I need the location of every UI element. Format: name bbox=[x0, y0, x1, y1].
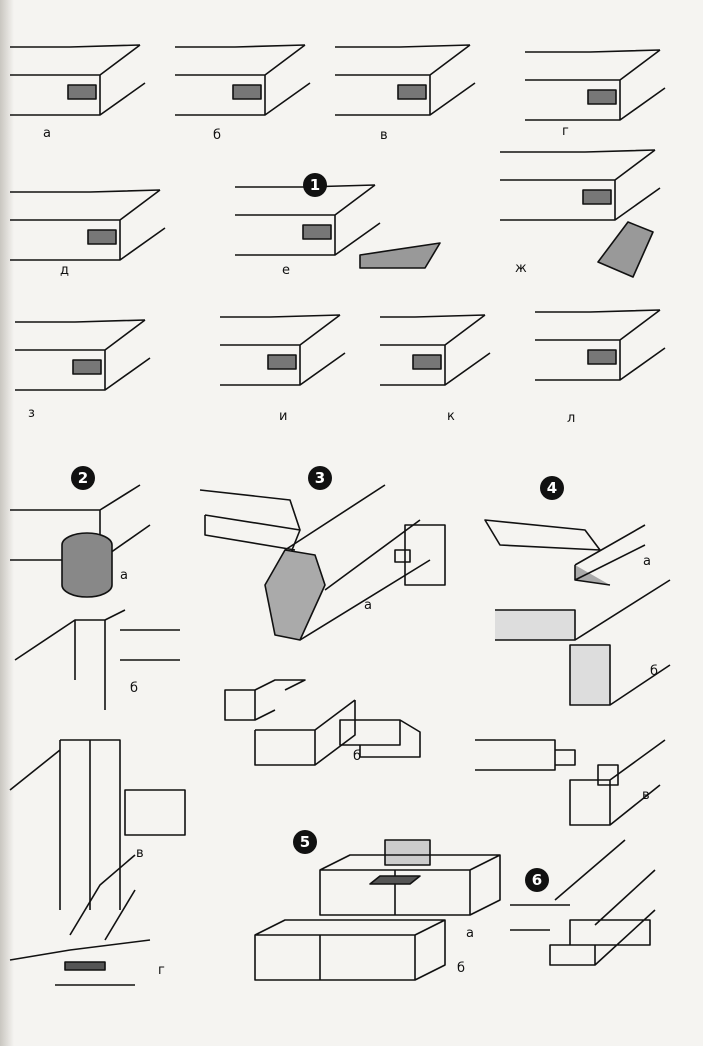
joint-2b bbox=[14, 609, 180, 710]
joint-3b-tenon bbox=[224, 679, 306, 721]
joint-5-key bbox=[384, 839, 431, 866]
label-4b: б bbox=[650, 664, 659, 679]
joint-3b bbox=[254, 699, 356, 766]
joint-1v-tenon bbox=[397, 84, 427, 100]
joint-1z bbox=[15, 319, 151, 391]
joint-3a-part bbox=[394, 524, 446, 586]
joint-1g bbox=[525, 49, 666, 121]
label-4v: в bbox=[642, 788, 650, 803]
joint-2g-slot bbox=[64, 961, 106, 971]
joint-1e-tenon bbox=[302, 224, 332, 240]
label-1e: е bbox=[282, 263, 290, 278]
joint-5a bbox=[319, 854, 501, 916]
joint-1a-tenon bbox=[67, 84, 97, 100]
joint-1a bbox=[10, 44, 146, 116]
joint-1b-tenon bbox=[232, 84, 262, 100]
group-number-3: 3 bbox=[308, 466, 332, 490]
joint-4a bbox=[484, 519, 601, 551]
label-1g: г bbox=[562, 124, 569, 139]
group-number-6: 6 bbox=[525, 868, 549, 892]
label-1i: и bbox=[279, 409, 288, 424]
label-1zh: ж bbox=[515, 261, 527, 276]
joint-1d-tenon bbox=[87, 229, 117, 245]
joint-5b bbox=[254, 919, 446, 981]
joint-1v bbox=[335, 44, 476, 116]
label-1l: л bbox=[567, 411, 576, 426]
joint-6 bbox=[510, 839, 656, 966]
joint-1k-tenon bbox=[412, 354, 442, 370]
joint-1k bbox=[380, 314, 491, 386]
joint-4b bbox=[495, 579, 671, 706]
label-1b: б bbox=[213, 128, 222, 143]
joint-2v bbox=[9, 739, 186, 910]
label-1z: з bbox=[28, 406, 35, 421]
label-2b: б bbox=[130, 681, 139, 696]
label-1a: а bbox=[43, 126, 51, 141]
label-1v: в bbox=[380, 128, 388, 143]
joint-1zh bbox=[500, 149, 661, 221]
joint-1zh-tenon bbox=[582, 189, 612, 205]
joint-1e bbox=[235, 184, 381, 256]
joint-2g bbox=[9, 854, 151, 986]
label-2g: г bbox=[158, 963, 165, 978]
label-4a: а bbox=[643, 554, 651, 569]
joint-4v-hidden bbox=[597, 764, 619, 786]
joint-1e-wedge bbox=[359, 242, 441, 269]
joint-1z-tenon bbox=[72, 359, 102, 375]
joint-1zh-key bbox=[597, 221, 654, 278]
label-5b: б bbox=[457, 961, 466, 976]
joint-3-top bbox=[199, 489, 301, 556]
joint-1l-tenon bbox=[587, 349, 617, 365]
joint-3a-end bbox=[264, 549, 326, 641]
joint-1i-tenon bbox=[267, 354, 297, 370]
group-number-2: 2 bbox=[71, 466, 95, 490]
label-5a: а bbox=[466, 926, 474, 941]
joint-4a-end bbox=[574, 524, 646, 586]
joint-1d bbox=[10, 189, 166, 261]
joint-2a-post bbox=[61, 532, 113, 598]
group-number-1: 1 bbox=[303, 173, 327, 197]
label-3b: б bbox=[353, 749, 362, 764]
joint-3a bbox=[284, 484, 431, 641]
joint-1b bbox=[175, 44, 311, 116]
group-number-5: 5 bbox=[293, 830, 317, 854]
label-2a: а bbox=[120, 568, 128, 583]
joint-1g-tenon bbox=[587, 89, 617, 105]
label-1k: к bbox=[447, 409, 455, 424]
label-1d: д bbox=[60, 263, 69, 278]
label-2v: в bbox=[136, 846, 144, 861]
joint-1l bbox=[535, 309, 666, 381]
joint-4v bbox=[475, 739, 666, 826]
label-3a: а bbox=[364, 598, 372, 613]
joint-5a-slot bbox=[369, 875, 421, 885]
joint-3b-piece bbox=[339, 719, 421, 758]
joint-1i bbox=[220, 314, 346, 386]
group-number-4: 4 bbox=[540, 476, 564, 500]
